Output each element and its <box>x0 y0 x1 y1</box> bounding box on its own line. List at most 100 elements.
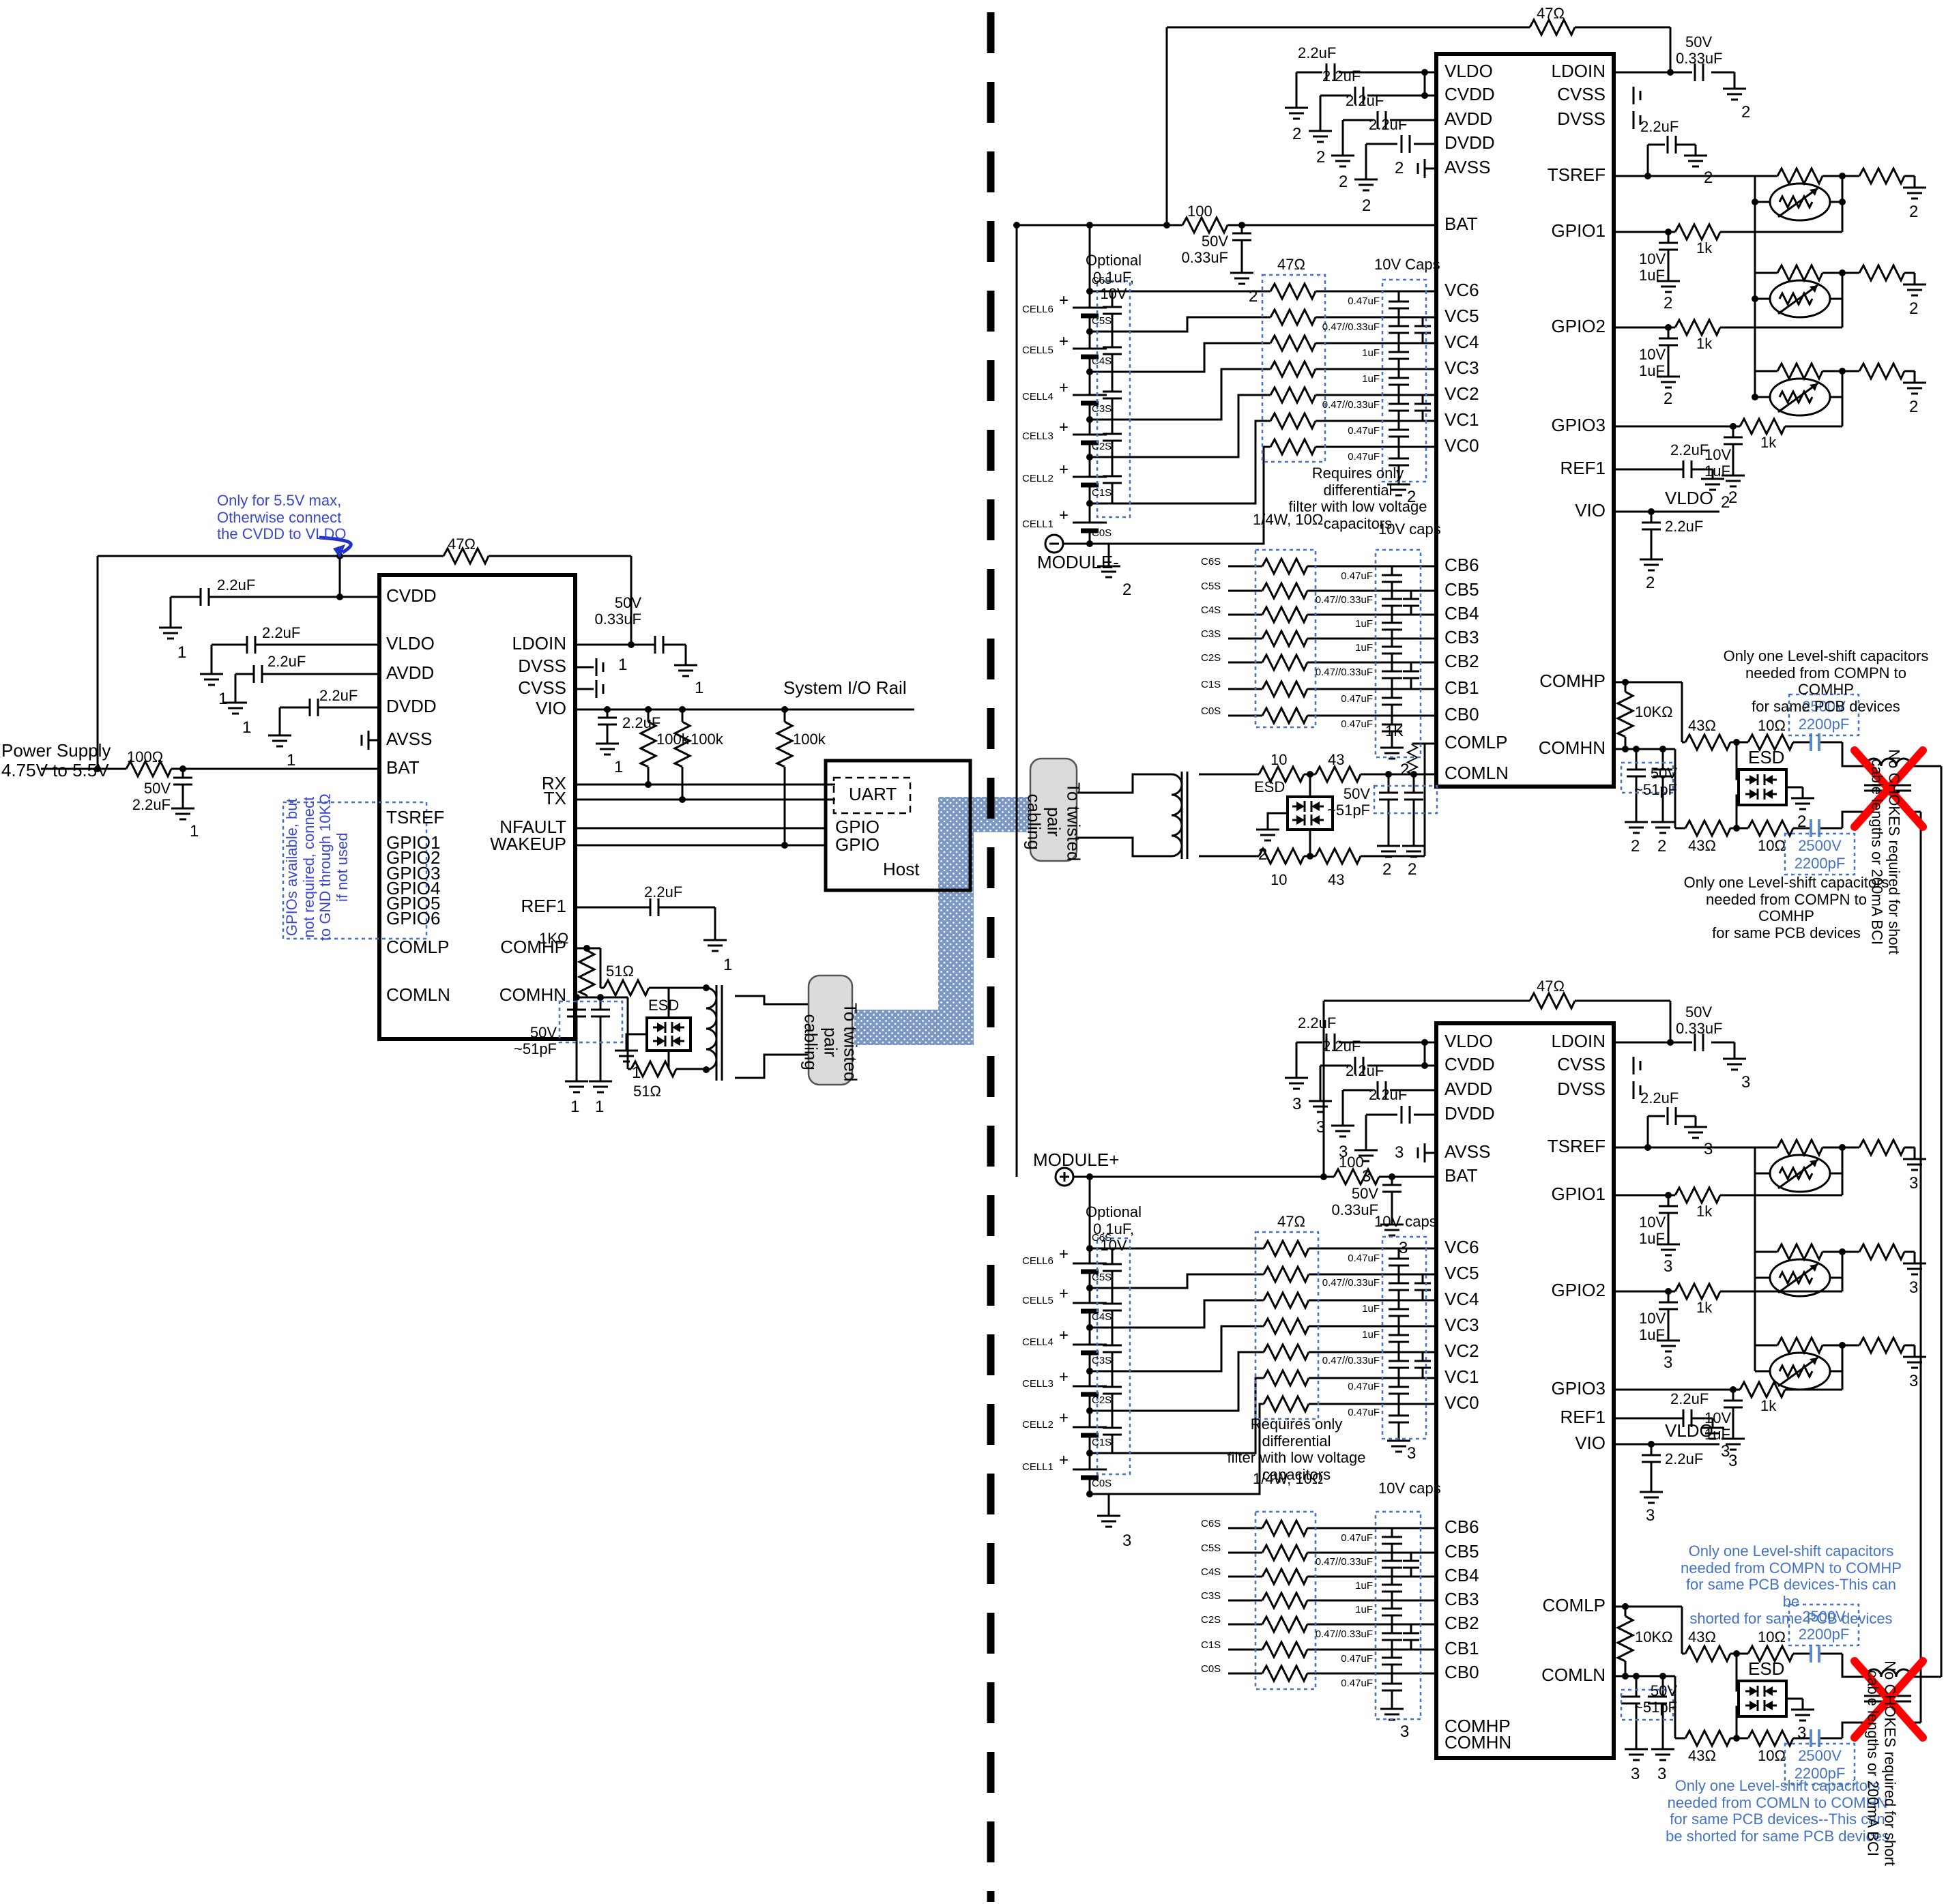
uart-label: UART <box>849 784 897 804</box>
pin-label: LDOIN <box>1551 1031 1606 1051</box>
pin-label: GPIO1 <box>1551 1184 1606 1204</box>
pin-label: COMLP <box>1444 732 1508 752</box>
pin-label: BAT <box>1444 214 1478 234</box>
node-label: C0S <box>1092 527 1112 539</box>
gnd-ref: 2 <box>1741 103 1751 121</box>
cap-value: 0.47uF <box>1341 718 1373 730</box>
no-chokes-note: No CHOKES required for short cable lengt… <box>1865 1660 1899 1866</box>
pin-label: TSREF <box>1547 164 1606 185</box>
cap-value: 1uF <box>1362 347 1380 359</box>
cap-value: 0.47uF <box>1341 693 1373 705</box>
node-label: C3S <box>1201 1590 1221 1602</box>
resistor-value: 100k <box>793 731 826 748</box>
pin-label: AVSS <box>386 729 433 749</box>
pin-label: COMLP <box>1542 1595 1606 1615</box>
cap-value: 1uF <box>1639 267 1665 284</box>
gnd-ref: 3 <box>1122 1532 1132 1550</box>
cap-voltage: 10V <box>1639 346 1666 363</box>
pin-label: COMLP <box>386 937 450 957</box>
resistor-value: 51Ω <box>633 1083 661 1100</box>
plus-sign: + <box>1059 1409 1069 1427</box>
pin-label: VC0 <box>1444 1392 1479 1413</box>
pin-label: GPIO2 <box>1551 316 1606 336</box>
cap-value: 2.2uF <box>1346 92 1384 109</box>
pin-label: AVDD <box>1444 108 1493 129</box>
pin-label: CVDD <box>1444 84 1495 104</box>
gnd-ref: 2 <box>1664 390 1673 408</box>
gnd-ref: 1 <box>190 822 199 840</box>
cap-value: 1uF <box>1355 1580 1373 1592</box>
resistor-value: 100Ω <box>127 748 164 765</box>
gnd-ref: 2 <box>1362 196 1371 215</box>
cell-label: CELL2 <box>1022 1419 1054 1431</box>
plus-sign: + <box>1059 1451 1069 1469</box>
gpio-label: GPIO <box>835 834 880 855</box>
cap-value: 2.2uF <box>1640 118 1679 135</box>
cap-value: 1uF <box>1704 463 1730 480</box>
resistor-value: 10Ω <box>1758 717 1786 734</box>
plus-sign: + <box>1059 1245 1069 1263</box>
pin-label: DVDD <box>386 696 437 716</box>
cap-value: 1uF <box>1704 1426 1730 1443</box>
cap-value: 0.47//0.33uF <box>1315 667 1373 678</box>
filter-caps-label: 10V caps <box>1374 1213 1437 1230</box>
resistor-value: 100k <box>691 731 723 748</box>
plus-sign: + <box>1059 460 1069 479</box>
pin-label: DVSS <box>518 656 566 676</box>
pin-label: CB5 <box>1444 579 1479 600</box>
gnd-ref: 2 <box>1909 398 1919 416</box>
pin-label: CB2 <box>1444 651 1479 671</box>
pin-label: GPIO1 <box>1551 220 1606 241</box>
cap-value: 2.2uF <box>1670 441 1709 458</box>
gnd-ref: 2 <box>1408 860 1417 879</box>
pin-label: VC4 <box>1444 1289 1479 1309</box>
pin-label: COMLN <box>1444 763 1509 783</box>
cap-value: 0.47uF <box>1348 295 1380 307</box>
resistor-value: 10Ω <box>1758 1628 1786 1645</box>
cap-voltage: 50V <box>1650 1682 1677 1699</box>
pin-label: VC0 <box>1444 435 1479 456</box>
pin-label: GPIO5 <box>386 893 441 913</box>
pin-label: CB1 <box>1444 677 1479 698</box>
pin-label: CB4 <box>1444 1565 1479 1585</box>
cell-label: CELL5 <box>1022 1295 1054 1306</box>
cap-voltage: 50V <box>143 780 171 797</box>
pin-label: LDOIN <box>1551 61 1606 81</box>
cap-value: 0.33uF <box>1676 1020 1723 1037</box>
pin-label: GPIO4 <box>386 878 441 898</box>
pin-label: VC2 <box>1444 383 1479 404</box>
node-label: C6S <box>1092 1232 1112 1244</box>
gnd-ref: 2 <box>1721 493 1730 512</box>
cap-voltage: 10V <box>1704 1409 1732 1426</box>
pin-label: TX <box>543 788 566 808</box>
gnd-ref: 3 <box>1400 1723 1410 1741</box>
node-label: C3S <box>1092 403 1112 415</box>
cap-value: ~51pF <box>1327 802 1370 819</box>
gnd-ref: 3 <box>1909 1278 1919 1297</box>
cap-value: 2.2uF <box>1640 1089 1679 1107</box>
gnd-ref: 1 <box>287 751 296 770</box>
resistor-value: 10KΩ <box>1635 1628 1673 1645</box>
cap-value: 0.47//0.33uF <box>1322 321 1380 333</box>
pin-label: REF1 <box>1560 458 1606 478</box>
pin-label: GPIO1 <box>386 832 441 853</box>
gnd-ref: 2 <box>1382 860 1392 879</box>
gnd-ref: 3 <box>1399 1239 1408 1257</box>
cap-value: 0.47//0.33uF <box>1322 1355 1380 1366</box>
pin-label: COMLN <box>1541 1665 1606 1685</box>
pin-label: GPIO6 <box>386 908 441 928</box>
cap-value: 0.47uF <box>1348 1253 1380 1264</box>
node-label: C2S <box>1201 1614 1221 1626</box>
cap-value: 2.2uF <box>1369 116 1408 133</box>
level-shift-note: Only one Level-shift capacitors needed f… <box>1723 647 1929 715</box>
pin-label: COMHN <box>1444 1732 1512 1753</box>
resistor-value: 1k <box>1696 335 1713 352</box>
pin-label: TSREF <box>386 807 445 827</box>
resistor-value: 10Ω <box>1758 1747 1786 1764</box>
node-label: C4S <box>1201 604 1221 616</box>
node-label: C4S <box>1092 1311 1112 1323</box>
cap-value: 0.47//0.33uF <box>1315 594 1373 606</box>
pin-label: LDOIN <box>512 633 566 654</box>
resistor-value: 43Ω <box>1688 1628 1716 1645</box>
cap-value: 1uF <box>1355 642 1373 654</box>
